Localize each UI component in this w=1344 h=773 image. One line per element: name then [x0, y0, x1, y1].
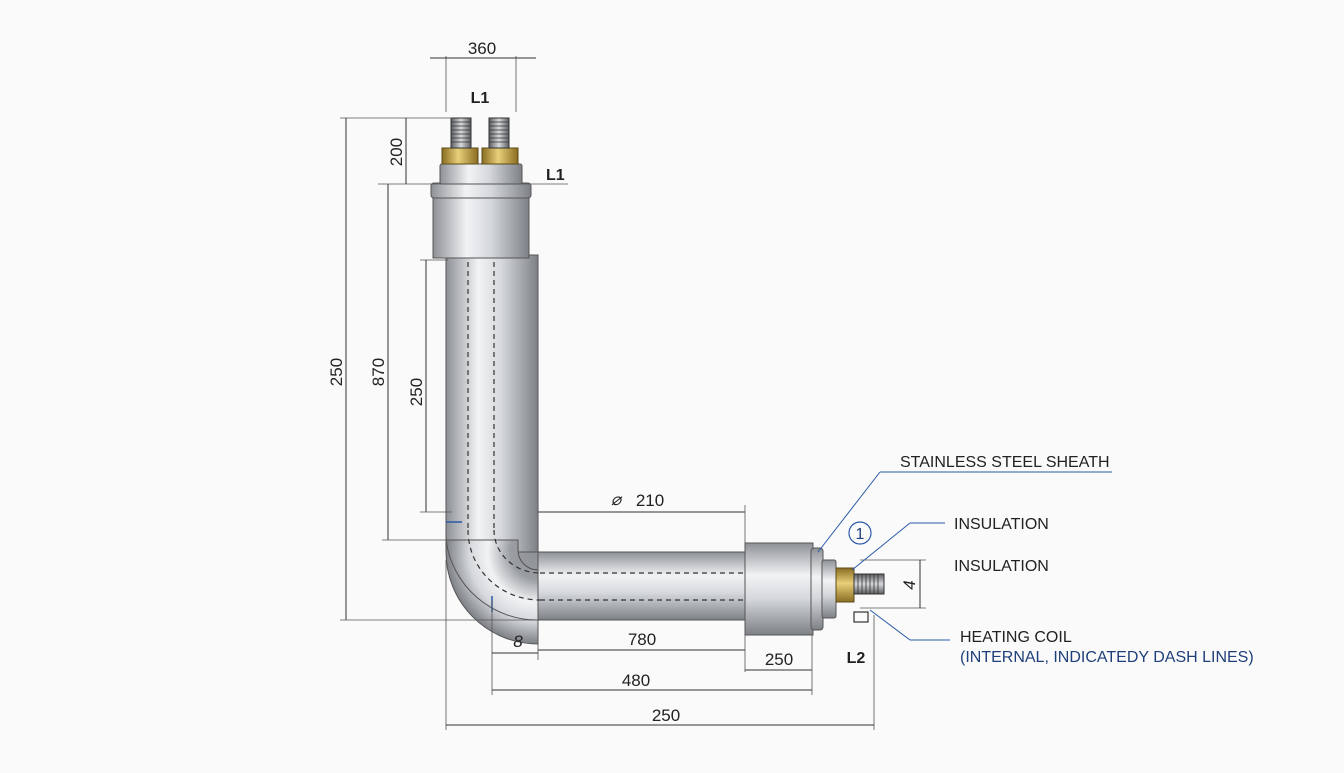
end-body [744, 542, 814, 636]
dim-bend: 8 [513, 632, 523, 651]
end-stud [853, 573, 885, 595]
dim-vertical-inner: 250 [407, 378, 426, 406]
callout-coil: HEATING COIL [960, 629, 1072, 646]
label-terminal-top: L1 [471, 90, 490, 107]
callout-sheath: STAINLESS STEEL SHEATH [900, 454, 1110, 471]
callout-insulation-2: INSULATION [954, 558, 1049, 575]
dim-base-width: 480 [622, 671, 650, 690]
dim-vertical-leg: 870 [369, 358, 388, 386]
diameter-symbol: ⌀ [611, 490, 623, 509]
marker-circle [848, 521, 872, 545]
top-body [432, 195, 530, 259]
top-stud-left [450, 117, 472, 149]
small-bracket [853, 611, 869, 623]
dim-horizontal-leg: 780 [628, 630, 656, 649]
top-stud-right [488, 117, 510, 149]
dim-diameter: 210 [636, 491, 664, 510]
callout-coil-note: (INTERNAL, INDICATEDY DASH LINES) [960, 649, 1254, 666]
dim-end-fitting: 250 [765, 650, 793, 669]
top-head [430, 117, 532, 259]
elbow-fill [445, 539, 539, 621]
marker-number: 1 [856, 526, 865, 543]
label-terminal-side: L1 [546, 167, 565, 184]
callout-insulation-1: INSULATION [954, 516, 1049, 533]
vertical-tube [445, 254, 539, 553]
coil-bend-1 [467, 529, 541, 601]
label-terminal-end: L2 [847, 650, 866, 667]
callout-leaders [817, 471, 1112, 641]
dim-thread-height: 4 [900, 580, 919, 589]
dim-overall-height: 250 [327, 358, 346, 386]
dim-top-height: 200 [387, 138, 406, 166]
end-fitting [744, 542, 885, 636]
dim-overall-width: 250 [652, 706, 680, 725]
dimension-lines [340, 56, 926, 730]
dim-top-width: 360 [468, 39, 496, 58]
tube-sheath [445, 254, 749, 645]
